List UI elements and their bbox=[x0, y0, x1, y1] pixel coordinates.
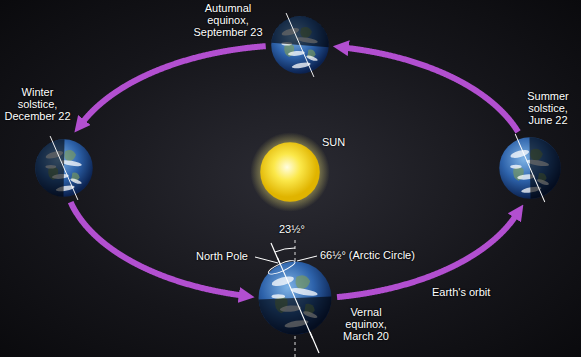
land-mass bbox=[64, 150, 76, 161]
earth-axis bbox=[515, 134, 545, 202]
night-side bbox=[259, 297, 333, 336]
night-side bbox=[35, 139, 65, 197]
sun-drawing bbox=[259, 141, 321, 203]
earth-axis bbox=[277, 258, 312, 339]
season-label: Winter solstice, December 22 bbox=[2, 86, 73, 122]
cloud bbox=[291, 61, 311, 69]
sun-label: SUN bbox=[322, 136, 345, 148]
night-side bbox=[529, 137, 561, 199]
arctic-circle bbox=[267, 258, 297, 276]
land-mass bbox=[296, 275, 311, 289]
orbit-arrow bbox=[71, 202, 241, 295]
globe-drawing bbox=[257, 260, 333, 336]
sun-body bbox=[260, 142, 320, 202]
globe-drawing bbox=[270, 15, 330, 75]
globe-drawing bbox=[498, 136, 562, 200]
orbit-label: Earth's orbit bbox=[432, 286, 490, 298]
earth-globe: Vernal equinox, March 20 bbox=[257, 260, 333, 336]
leader-line bbox=[255, 257, 278, 263]
night-side bbox=[271, 14, 331, 47]
sun-glow bbox=[250, 132, 329, 211]
cloud bbox=[306, 54, 319, 61]
earth-globe: Summer solstice, June 22 bbox=[498, 136, 562, 200]
cloud bbox=[70, 177, 83, 184]
cloud bbox=[510, 148, 530, 159]
sun-disc: SUN bbox=[259, 141, 321, 203]
latitude-label: 66½° (Arctic Circle) bbox=[320, 249, 415, 261]
cloud bbox=[510, 165, 522, 169]
season-label: Summer solstice, June 22 bbox=[518, 90, 578, 126]
cloud bbox=[271, 294, 285, 299]
season-label: Autumnal equinox, September 23 bbox=[190, 2, 266, 38]
angle-label: 23½° bbox=[279, 223, 305, 235]
earth-axis bbox=[286, 13, 314, 77]
earth-globe: Winter solstice, December 22 bbox=[34, 138, 94, 198]
earth-axis bbox=[50, 136, 78, 200]
globe-drawing bbox=[34, 138, 94, 198]
cloud bbox=[271, 275, 295, 288]
season-label: Vernal equinox, March 20 bbox=[336, 306, 396, 342]
earth-globe: Autumnal equinox, September 23 bbox=[270, 15, 330, 75]
orbit-arrow bbox=[83, 46, 266, 121]
leader-line bbox=[297, 256, 317, 261]
orbit-arrow bbox=[347, 48, 518, 132]
tilt-angle-arc bbox=[275, 248, 295, 252]
axis-label: North Pole bbox=[196, 250, 248, 262]
